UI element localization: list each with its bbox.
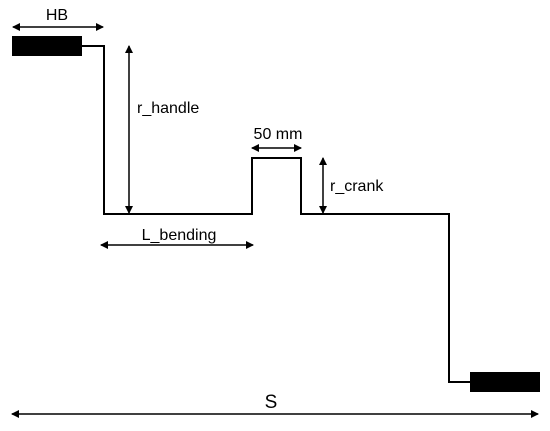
- hb-label: HB: [46, 7, 68, 24]
- crank-pin-width-label: 50 mm: [254, 126, 303, 143]
- crankshaft-profile-line: [82, 45, 470, 383]
- left-handle-block: [12, 36, 82, 56]
- r-crank-label: r_crank: [330, 178, 384, 195]
- r-handle-label: r_handle: [137, 100, 199, 117]
- total-span-label: S: [265, 392, 278, 413]
- l-bending-label: L_bending: [142, 227, 217, 244]
- right-handle-block: [470, 372, 540, 392]
